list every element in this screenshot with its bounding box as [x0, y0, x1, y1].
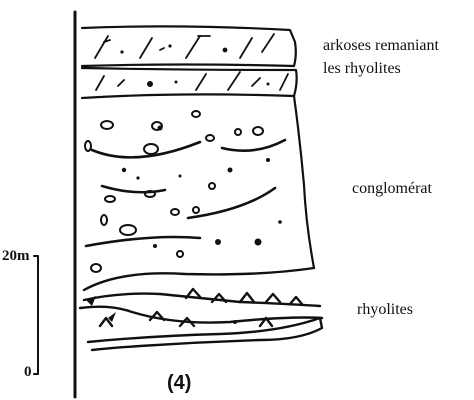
conglomerate-pebbles — [85, 111, 263, 272]
arkose-hatching — [95, 34, 288, 90]
label-arkoses-line1: arkoses remaniant — [323, 35, 439, 56]
scale-label-top: 20m — [2, 248, 30, 265]
scale-label-bottom: 0 — [24, 364, 32, 381]
label-arkoses-line2: les rhyolites — [323, 58, 401, 79]
scale-bar — [34, 256, 38, 374]
conglomerate-bedding-arcs — [86, 140, 285, 246]
label-conglomerat: conglomérat — [352, 178, 432, 199]
conglomerate-dots — [122, 126, 282, 249]
rhyolite-layer — [80, 268, 322, 350]
conglomerate-right-edge — [294, 96, 314, 268]
arkose-layer — [82, 26, 297, 98]
label-rhyolites: rhyolites — [357, 299, 413, 320]
figure-number: (4) — [167, 372, 191, 395]
